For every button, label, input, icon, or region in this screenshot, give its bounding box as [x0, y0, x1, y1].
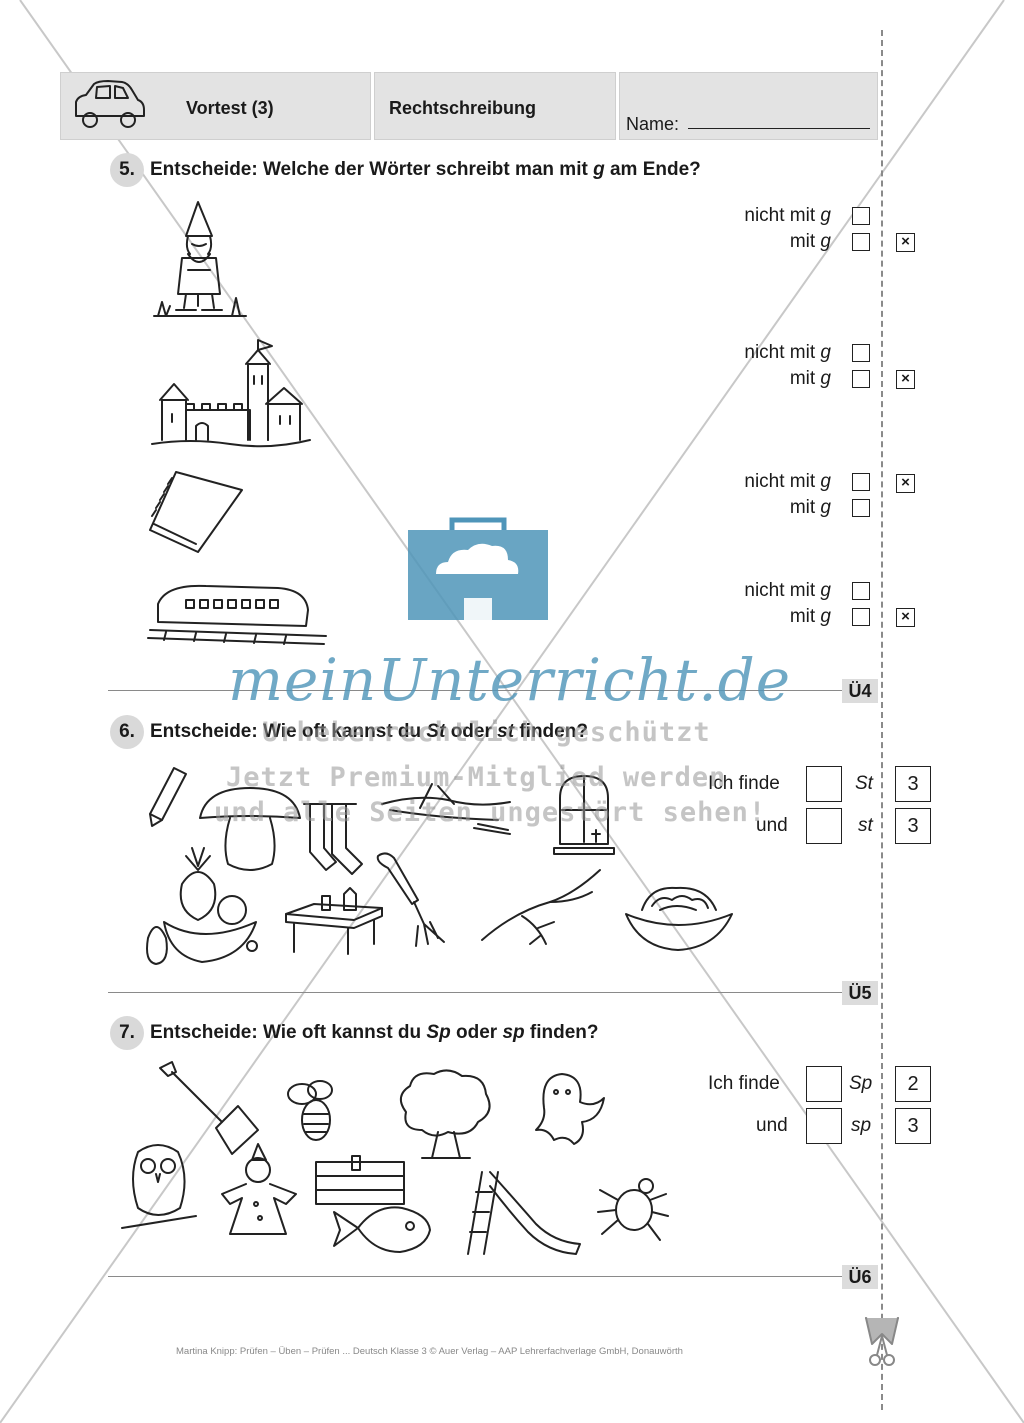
- watermark-line-2: Jetzt Premium-Mitglied werden: [226, 762, 727, 793]
- notebook-illustration: [149, 471, 243, 553]
- tree-illustration: [399, 1069, 491, 1159]
- task-5-row-3-not: nicht mit g: [744, 471, 831, 492]
- task-7-line-1-box[interactable]: [806, 1066, 842, 1102]
- spaghetti-illustration: [625, 886, 733, 951]
- task-6-line-2-box[interactable]: [806, 808, 842, 844]
- task-5-row-2-not-checkbox[interactable]: [852, 344, 870, 362]
- cut-line: [881, 30, 883, 1410]
- spade-illustration: [159, 1061, 259, 1155]
- task-5-row-4-with: mit g: [789, 606, 831, 627]
- test-label: Vortest (3): [186, 98, 274, 118]
- task-7-line-1-label: Ich finde: [708, 1073, 780, 1094]
- task-7-line-2-letter: sp: [851, 1115, 872, 1136]
- watermark-line-1: Urheberrechtlich geschützt: [262, 717, 711, 748]
- task-7-line-1-answer: 2: [895, 1066, 931, 1102]
- task-5-row-4-not-checkbox[interactable]: [852, 582, 870, 600]
- bee-illustration: [287, 1080, 333, 1141]
- task-7-number: 7.: [110, 1016, 144, 1050]
- task-7-line-2-answer: 3: [895, 1108, 931, 1144]
- task-5-row-1-answer: ×: [896, 233, 915, 252]
- spider-illustration: [597, 1178, 669, 1241]
- pencil-illustration: [149, 767, 187, 827]
- header-cell-subject: [374, 72, 616, 140]
- task-7-line-1-letter: Sp: [849, 1073, 873, 1094]
- castle-illustration: [151, 339, 311, 448]
- task-5-row-3-answer: ×: [896, 474, 915, 493]
- task-7-line-2-box[interactable]: [806, 1108, 842, 1144]
- ghost-illustration: [535, 1073, 605, 1145]
- name-label: Name:: [626, 114, 680, 134]
- name-input-line[interactable]: [688, 128, 870, 129]
- crate-illustration: [315, 1155, 405, 1205]
- dwarf-illustration: [153, 201, 247, 317]
- task-5-row-1-with: mit g: [789, 231, 831, 252]
- task-5-row-2-answer: ×: [896, 370, 915, 389]
- task-5-row-3-with-checkbox[interactable]: [852, 499, 870, 517]
- fork-illustration: [376, 852, 445, 947]
- task-5-row-2-with-checkbox[interactable]: [852, 370, 870, 388]
- watermark-brand: meinUnterricht.de: [228, 646, 792, 714]
- task-6-separator: [108, 992, 878, 993]
- street-illustration: [381, 783, 511, 835]
- task-5-row-1-not: nicht mit g: [744, 205, 831, 226]
- train-illustration: [147, 584, 327, 645]
- task-5-number: 5.: [110, 153, 144, 187]
- watermark-line-3: und alle Seiten ungestört sehen!: [214, 797, 767, 828]
- task-5-row-4-answer: ×: [896, 608, 915, 627]
- subject-label: Rechtschreibung: [389, 98, 537, 118]
- owl-illustration: [121, 1144, 197, 1229]
- table-illustration: [285, 887, 383, 955]
- task-6-title: Entscheide: Wie oft kannst du St oder st…: [150, 721, 588, 742]
- task-6-line-2-label: und: [756, 815, 788, 836]
- task-5-tag: Ü4: [842, 679, 878, 703]
- task-5-row-3-not-checkbox[interactable]: [852, 473, 870, 491]
- footer-credit: Martina Knipp: Prüfen – Üben – Prüfen ..…: [176, 1346, 683, 1357]
- task-6-line-1-letter: St: [855, 773, 873, 794]
- task-6-line-2-letter: st: [858, 815, 873, 836]
- task-5-row-2-with: mit g: [789, 368, 831, 389]
- task-5-separator: [108, 690, 878, 691]
- task-7-tag: Ü6: [842, 1265, 878, 1289]
- task-7-separator: [108, 1276, 878, 1277]
- task-6-line-1-box[interactable]: [806, 766, 842, 802]
- header-cell-test: [60, 72, 371, 140]
- task-5-row-1-with-checkbox[interactable]: [852, 233, 870, 251]
- task-5-row-3-with: mit g: [789, 497, 831, 518]
- task-5-row-2-not: nicht mit g: [744, 342, 831, 363]
- task-5-row-4-not: nicht mit g: [744, 580, 831, 601]
- task-5-row-1-not-checkbox[interactable]: [852, 207, 870, 225]
- mushroom-illustration: [199, 787, 301, 871]
- task-6-line-2-answer: 3: [895, 808, 931, 844]
- branch-illustration: [481, 869, 601, 945]
- briefcase-cloud-icon: [408, 517, 548, 620]
- task-5-title: Entscheide: Welche der Wörter schreibt m…: [150, 159, 701, 180]
- task-6-line-1-label: Ich finde: [708, 773, 780, 794]
- task-6-number: 6.: [110, 715, 144, 749]
- boots-illustration: [303, 803, 363, 875]
- task-7-line-2-label: und: [756, 1115, 788, 1136]
- slide-illustration: [467, 1171, 581, 1255]
- fish-illustration: [333, 1206, 431, 1253]
- task-5-row-4-with-checkbox[interactable]: [852, 608, 870, 626]
- car-icon: [75, 80, 145, 128]
- task-6-tag: Ü5: [842, 981, 878, 1005]
- task-6-line-1-answer: 3: [895, 766, 931, 802]
- fruit-bowl-illustration: [146, 847, 258, 965]
- puppet-illustration: [221, 1143, 297, 1235]
- task-7-title: Entscheide: Wie oft kannst du Sp oder sp…: [150, 1022, 599, 1043]
- scissors-icon: [865, 1317, 899, 1366]
- window-illustration: [553, 775, 615, 855]
